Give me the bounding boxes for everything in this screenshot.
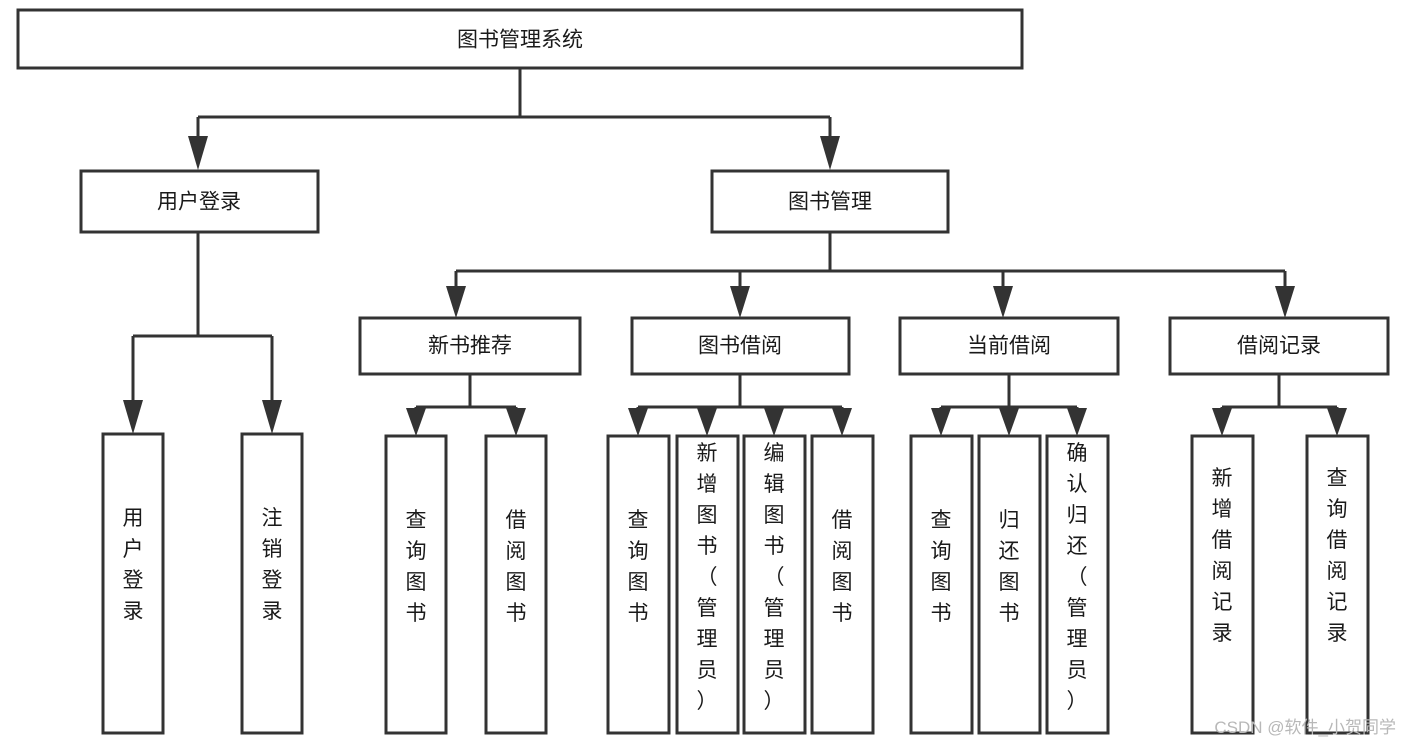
node-leaf-user-login-box[interactable] xyxy=(101,432,165,735)
arrow-head-leaf-return-book xyxy=(999,408,1019,436)
node-user-login[interactable]: 用户登录 xyxy=(79,169,320,234)
node-leaf-edit-book-box[interactable] xyxy=(742,434,807,735)
node-leaf-borrow-book-2-label: 借阅图书 xyxy=(832,509,853,625)
node-leaf-add-book-box[interactable] xyxy=(675,434,740,735)
node-leaf-query-book-2-box[interactable] xyxy=(606,434,671,735)
arrow-head-leaf-borrow-book-1 xyxy=(506,408,526,436)
node-leaf-query-book-1-label: 查询图书 xyxy=(406,509,427,625)
node-leaf-add-record[interactable]: 新增借阅记录 xyxy=(1190,434,1255,735)
node-leaf-edit-book-label: 编辑图书（管理员） xyxy=(764,442,785,713)
connector-group-new-book-rec xyxy=(406,374,526,436)
node-leaf-return-book-label: 归还图书 xyxy=(999,509,1020,625)
arrow-head-leaf-query-book-3 xyxy=(931,408,951,436)
node-leaf-user-logout[interactable]: 注销登录 xyxy=(240,432,304,735)
node-leaf-query-book-2-label: 查询图书 xyxy=(628,509,649,625)
node-leaf-query-book-1[interactable]: 查询图书 xyxy=(384,434,448,735)
node-leaf-return-book[interactable]: 归还图书 xyxy=(977,434,1042,735)
node-user-login-box[interactable] xyxy=(79,169,320,234)
node-leaf-user-login-label: 用户登录 xyxy=(123,507,144,623)
node-borrow-record-label: 借阅记录 xyxy=(1237,335,1321,358)
connector-group-borrow-record xyxy=(1212,374,1347,436)
connector-group-root xyxy=(188,68,840,170)
arrow-head-leaf-add-record xyxy=(1212,408,1232,436)
node-leaf-confirm-return-box[interactable] xyxy=(1045,434,1110,735)
node-leaf-query-record-box[interactable] xyxy=(1305,434,1370,735)
node-leaf-add-book-label: 新增图书（管理员） xyxy=(697,442,718,713)
node-leaf-borrow-book-1-label: 借阅图书 xyxy=(506,509,527,625)
node-leaf-borrow-book-1[interactable]: 借阅图书 xyxy=(484,434,548,735)
node-leaf-edit-book[interactable]: 编辑图书（管理员） xyxy=(742,434,807,735)
node-current-borrow-label: 当前借阅 xyxy=(967,335,1051,358)
csdn-watermark: CSDN @软件_小贺同学 xyxy=(1214,718,1396,737)
node-leaf-add-record-box[interactable] xyxy=(1190,434,1255,735)
node-current-borrow[interactable]: 当前借阅 xyxy=(898,316,1120,376)
node-borrow-record-box[interactable] xyxy=(1168,316,1390,376)
node-root-box[interactable] xyxy=(16,8,1024,70)
arrow-head-current-borrow xyxy=(993,286,1013,318)
arrow-head-leaf-query-book-2 xyxy=(628,408,648,436)
node-leaf-query-book-1-box[interactable] xyxy=(384,434,448,735)
connector-group-book-manage xyxy=(446,232,1295,318)
node-leaf-query-book-3-label: 查询图书 xyxy=(931,509,952,625)
node-root-label: 图书管理系统 xyxy=(457,29,583,52)
node-leaf-confirm-return[interactable]: 确认归还（管理员） xyxy=(1045,434,1110,735)
arrow-head-leaf-user-login xyxy=(123,400,143,434)
node-leaf-confirm-return-label: 确认归还（管理员） xyxy=(1067,442,1088,713)
arrow-head-borrow-record xyxy=(1275,286,1295,318)
node-book-borrow-box[interactable] xyxy=(630,316,851,376)
node-borrow-record[interactable]: 借阅记录 xyxy=(1168,316,1390,376)
node-leaf-user-login[interactable]: 用户登录 xyxy=(101,432,165,735)
arrow-head-leaf-add-book xyxy=(697,408,717,436)
node-book-manage[interactable]: 图书管理 xyxy=(710,169,950,234)
node-new-book-rec-label: 新书推荐 xyxy=(428,335,512,358)
arrow-head-leaf-user-logout xyxy=(262,400,282,434)
node-leaf-return-book-box[interactable] xyxy=(977,434,1042,735)
node-leaf-query-book-3-box[interactable] xyxy=(909,434,974,735)
connector-group-current-borrow xyxy=(931,374,1087,436)
node-book-borrow-label: 图书借阅 xyxy=(698,335,782,358)
node-leaf-user-logout-label: 注销登录 xyxy=(262,507,283,623)
node-leaf-query-book-2[interactable]: 查询图书 xyxy=(606,434,671,735)
node-leaf-query-book-3[interactable]: 查询图书 xyxy=(909,434,974,735)
arrow-head-leaf-edit-book xyxy=(764,408,784,436)
node-leaf-borrow-book-1-box[interactable] xyxy=(484,434,548,735)
arrow-head-user-login xyxy=(188,136,208,170)
arrow-head-new-book-rec xyxy=(446,286,466,318)
arrow-head-book-borrow xyxy=(730,286,750,318)
connector-group-book-borrow xyxy=(628,374,852,436)
node-current-borrow-box[interactable] xyxy=(898,316,1120,376)
node-leaf-add-book[interactable]: 新增图书（管理员） xyxy=(675,434,740,735)
node-leaf-query-record-label: 查询借阅记录 xyxy=(1327,467,1348,645)
node-book-manage-label: 图书管理 xyxy=(788,191,872,214)
node-root[interactable]: 图书管理系统 xyxy=(16,8,1024,70)
node-leaf-borrow-book-2-box[interactable] xyxy=(810,434,875,735)
node-new-book-rec[interactable]: 新书推荐 xyxy=(358,316,582,376)
arrow-head-leaf-query-book-1 xyxy=(406,408,426,436)
arrow-head-book-manage xyxy=(820,136,840,170)
connector-group-user-login xyxy=(123,232,282,434)
node-leaf-add-record-label: 新增借阅记录 xyxy=(1212,467,1233,645)
arrow-head-leaf-query-record xyxy=(1327,408,1347,436)
node-new-book-rec-box[interactable] xyxy=(358,316,582,376)
node-leaf-query-record[interactable]: 查询借阅记录 xyxy=(1305,434,1370,735)
node-leaf-borrow-book-2[interactable]: 借阅图书 xyxy=(810,434,875,735)
arrow-head-leaf-borrow-book-2 xyxy=(832,408,852,436)
node-book-borrow[interactable]: 图书借阅 xyxy=(630,316,851,376)
arrow-head-leaf-confirm-return xyxy=(1067,408,1087,436)
node-book-manage-box[interactable] xyxy=(710,169,950,234)
node-leaf-user-logout-box[interactable] xyxy=(240,432,304,735)
node-user-login-label: 用户登录 xyxy=(157,191,241,214)
